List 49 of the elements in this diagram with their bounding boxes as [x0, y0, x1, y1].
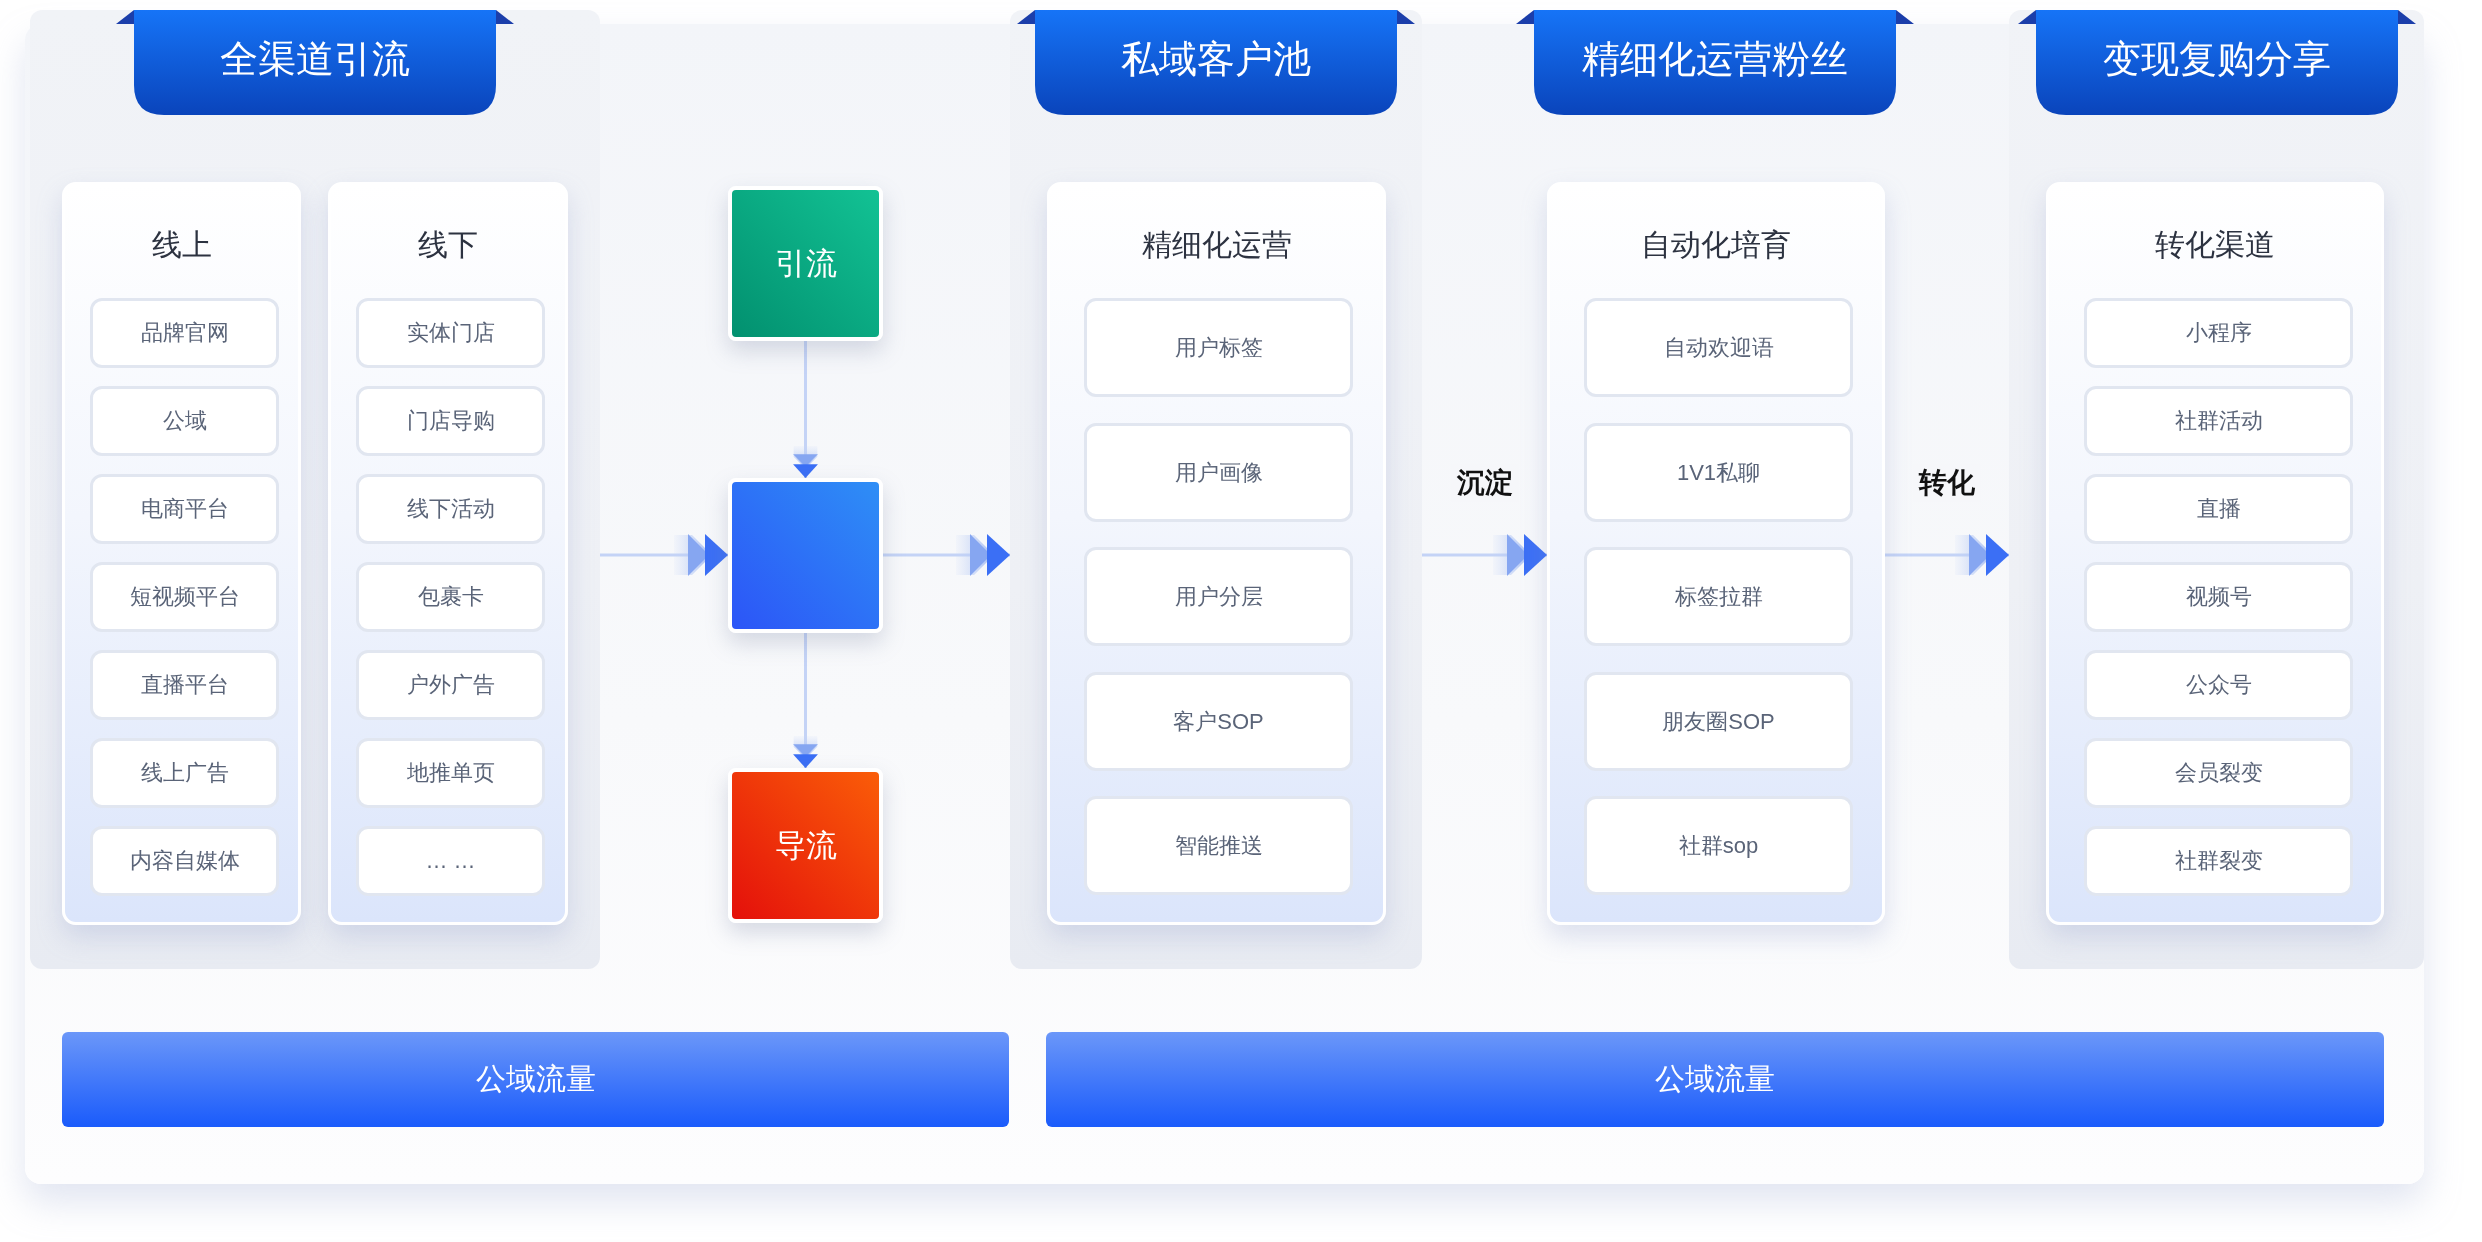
- traffic-bar: 公域流量: [1046, 1032, 2384, 1127]
- card-heading: 精细化运营: [1140, 227, 1293, 263]
- list-item-box: 智能推送: [1084, 796, 1353, 895]
- list-item-box: 直播: [2084, 474, 2353, 544]
- list-item-box: 社群sop: [1584, 796, 1853, 895]
- group-card: [1547, 182, 1885, 925]
- list-item-box: 社群活动: [2084, 386, 2353, 456]
- list-item-box: 小程序: [2084, 298, 2353, 368]
- list-item-box: 公众号: [2084, 650, 2353, 720]
- group-card: [2046, 182, 2384, 925]
- list-item-box: 1V1私聊: [1584, 423, 1853, 522]
- card-heading: 线下: [417, 227, 479, 263]
- list-item-box: 品牌官网: [90, 298, 279, 368]
- list-item-box: 内容自媒体: [90, 826, 279, 896]
- step-box: 导流: [728, 768, 883, 923]
- list-item-box: 客户SOP: [1084, 672, 1353, 771]
- group-card: [62, 182, 301, 925]
- group-card: [1047, 182, 1386, 925]
- list-item-box: 会员裂变: [2084, 738, 2353, 808]
- step-box: 引流: [728, 186, 883, 341]
- list-item-box: 公域: [90, 386, 279, 456]
- list-item-box: … …: [356, 826, 545, 896]
- list-item-box: 门店导购: [356, 386, 545, 456]
- list-item-box: 户外广告: [356, 650, 545, 720]
- list-item-box: 视频号: [2084, 562, 2353, 632]
- group-card: [328, 182, 568, 925]
- list-item-box: 包裹卡: [356, 562, 545, 632]
- card-heading: 线上: [150, 227, 213, 263]
- list-item-box: 电商平台: [90, 474, 279, 544]
- list-item-box: 用户分层: [1084, 547, 1353, 646]
- list-item-box: 用户标签: [1084, 298, 1353, 397]
- list-item-box: 实体门店: [356, 298, 545, 368]
- list-item-box: 短视频平台: [90, 562, 279, 632]
- list-item-box: 线下活动: [356, 474, 545, 544]
- list-item-box: 社群裂变: [2084, 826, 2353, 896]
- list-item-box: 标签拉群: [1584, 547, 1853, 646]
- list-item-box: 自动欢迎语: [1584, 298, 1853, 397]
- step-box: [728, 478, 883, 633]
- card-heading: 转化渠道: [2154, 227, 2276, 263]
- column-panel: [2009, 10, 2424, 969]
- column-panel: [1010, 10, 1422, 969]
- card-heading: 自动化培育: [1640, 227, 1792, 263]
- list-item-box: 朋友圈SOP: [1584, 672, 1853, 771]
- list-item-box: 地推单页: [356, 738, 545, 808]
- column-panel: [30, 10, 600, 969]
- traffic-bar: 公域流量: [62, 1032, 1009, 1127]
- list-item-box: 线上广告: [90, 738, 279, 808]
- list-item-box: 用户画像: [1084, 423, 1353, 522]
- list-item-box: 直播平台: [90, 650, 279, 720]
